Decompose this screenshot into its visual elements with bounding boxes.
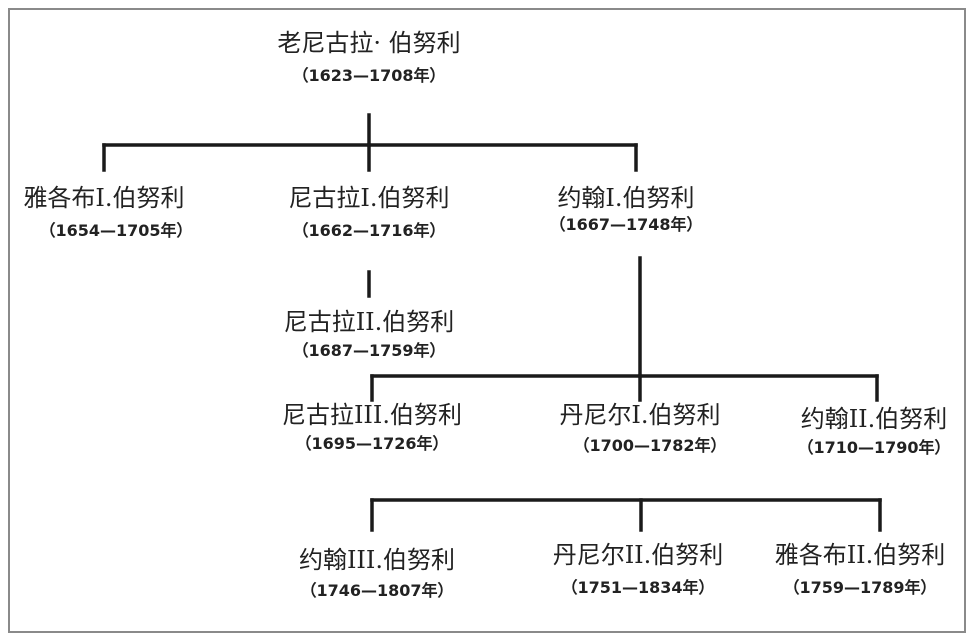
node-name: 约翰I.伯努利 bbox=[557, 184, 695, 212]
node-nikolaus-i: 老尼古拉· 伯努利 （1623—1708年） bbox=[259, 28, 479, 88]
node-dates: （1710—1790年） bbox=[797, 438, 951, 457]
node-dates: （1662—1716年） bbox=[292, 221, 446, 240]
node-name: 约翰III.伯努利 bbox=[298, 546, 456, 574]
node-dates: （1746—1807年） bbox=[300, 581, 454, 600]
node-name: 雅各布I.伯努利 bbox=[23, 184, 185, 212]
diagram-frame bbox=[8, 8, 966, 633]
node-johann-iii: 约翰III.伯努利 （1746—1807年） bbox=[262, 545, 492, 603]
node-dates: （1700—1782年） bbox=[573, 436, 727, 455]
node-name: 老尼古拉· 伯努利 bbox=[277, 29, 461, 57]
node-name: 丹尼尔II.伯努利 bbox=[552, 541, 724, 569]
node-dates: （1667—1748年） bbox=[549, 215, 703, 234]
node-dates: （1695—1726年） bbox=[295, 434, 449, 453]
node-dates: （1751—1834年） bbox=[561, 578, 715, 597]
node-nikolaus-iii: 尼古拉III.伯努利 （1695—1726年） bbox=[257, 400, 487, 456]
node-name: 雅各布II.伯努利 bbox=[774, 541, 946, 569]
node-name: 尼古拉I.伯努利 bbox=[288, 184, 450, 212]
node-name: 尼古拉II.伯努利 bbox=[283, 308, 455, 336]
node-dates: （1687—1759年） bbox=[292, 341, 446, 360]
node-jakob-ii: 雅各布II.伯努利 （1759—1789年） bbox=[750, 540, 970, 600]
node-dates: （1759—1789年） bbox=[783, 578, 937, 597]
node-jakob-i: 雅各布I.伯努利 （1654—1705年） bbox=[4, 183, 204, 243]
node-name: 丹尼尔I.伯努利 bbox=[559, 401, 721, 429]
node-johann-i: 约翰I.伯努利 （1667—1748年） bbox=[526, 183, 726, 237]
node-daniel-ii: 丹尼尔II.伯努利 （1751—1834年） bbox=[528, 540, 748, 600]
node-nikolaus-ii: 尼古拉II.伯努利 （1687—1759年） bbox=[259, 307, 479, 363]
node-dates: （1623—1708年） bbox=[292, 66, 446, 85]
node-name: 约翰II.伯努利 bbox=[800, 405, 948, 433]
node-name: 尼古拉III.伯努利 bbox=[281, 401, 463, 429]
node-nikolaus-i-2: 尼古拉I.伯努利 （1662—1716年） bbox=[264, 183, 474, 243]
node-johann-ii: 约翰II.伯努利 （1710—1790年） bbox=[774, 404, 974, 460]
node-daniel-i: 丹尼尔I.伯努利 （1700—1782年） bbox=[530, 400, 750, 458]
node-dates: （1654—1705年） bbox=[39, 221, 193, 240]
